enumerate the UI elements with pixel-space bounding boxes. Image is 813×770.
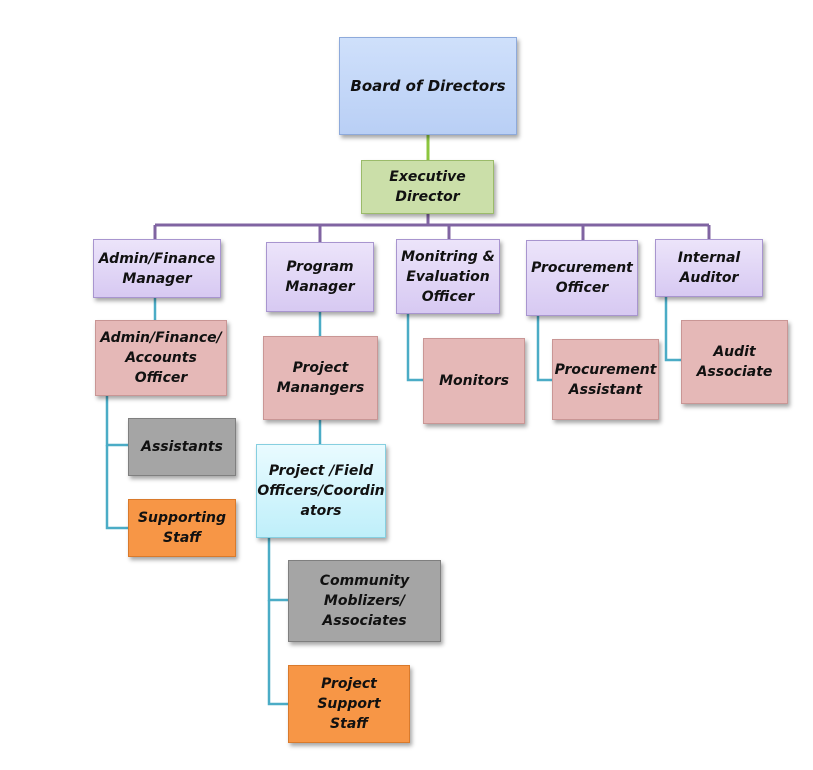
program-manager-box: Program Manager (266, 242, 374, 312)
internal-auditor-box: Internal Auditor (655, 239, 763, 297)
connector-accounts-assistants (105, 396, 128, 447)
procurement-officer-box: Procurement Officer (526, 240, 638, 316)
accounts-officer-box: Admin/Finance/ Accounts Officer (95, 320, 227, 396)
assistants-box: Assistants (128, 418, 236, 476)
connector-field-support (267, 600, 288, 706)
field-officers-box: Project /Field Officers/Coordin ators (256, 444, 386, 538)
audit-associate-box: Audit Associate (681, 320, 788, 404)
executive-director-box: Executive Director (361, 160, 494, 214)
procurement-assistant-box: Procurement Assistant (552, 339, 659, 420)
connector-me-monitors (406, 314, 423, 382)
project-support-staff-box: Project Support Staff (288, 665, 410, 743)
community-mobilizers-box: Community Moblizers/ Associates (288, 560, 441, 642)
board-of-directors-box: Board of Directors (339, 37, 517, 135)
monitoring-evaluation-officer-box: Monitring & Evaluation Officer (396, 239, 500, 314)
supporting-staff-box: Supporting Staff (128, 499, 236, 557)
monitors-box: Monitors (423, 338, 525, 424)
project-managers-box: Project Manangers (263, 336, 378, 420)
connector-field-community (267, 538, 288, 602)
admin-finance-manager-box: Admin/Finance Manager (93, 239, 221, 298)
connector-procurement-assistant (536, 316, 552, 382)
connector-accounts-supporting (105, 445, 128, 530)
connector-auditor-associate (664, 297, 681, 362)
